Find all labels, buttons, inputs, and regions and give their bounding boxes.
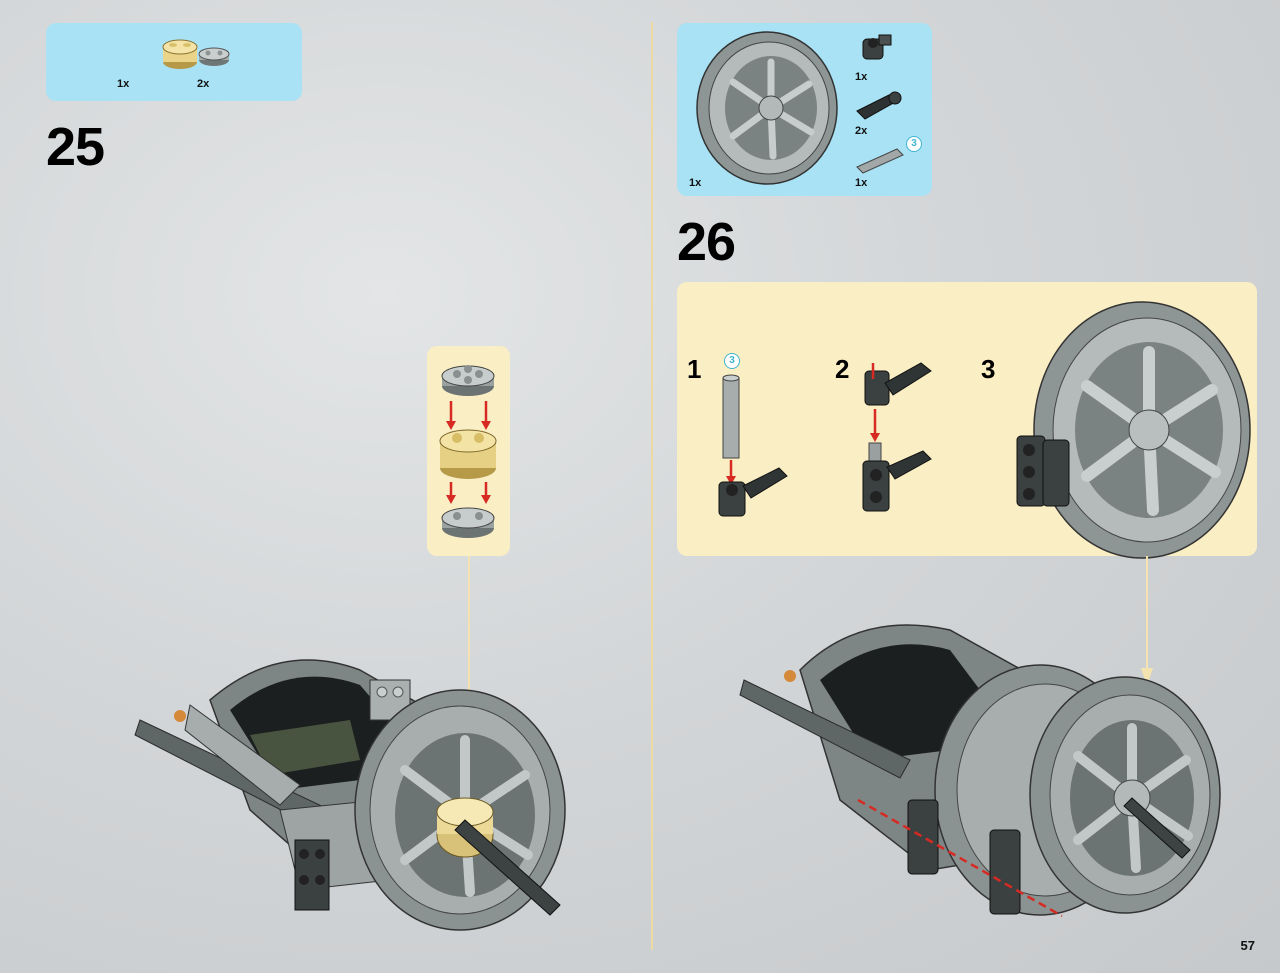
technic-pin-icon: [856, 91, 902, 120]
substep-number: 2: [835, 354, 850, 384]
placement-guide-line: [1141, 556, 1153, 686]
model-assembly-step-25: [134, 659, 566, 931]
part-qty: 1x: [117, 78, 130, 90]
round-brick-2x2-tan-icon: [162, 39, 198, 69]
wheel-rim-icon: [696, 31, 838, 185]
round-plate-2x2-gray-icon: [198, 47, 230, 66]
axle-length-badge: 3: [724, 353, 740, 369]
technic-connector-icon: [862, 34, 892, 60]
substep-1-illustration: [718, 374, 788, 517]
substep-2-illustration: [862, 362, 932, 512]
substep-3-illustration: [1016, 301, 1251, 559]
substep-number: 1: [687, 354, 702, 384]
subassembly-callout-step-25: [427, 346, 510, 556]
page-number: 57: [1240, 938, 1255, 953]
substep-number: 3: [981, 354, 996, 384]
step-number: 25: [46, 117, 105, 177]
parts-list-step-25: 1x 2x: [46, 23, 302, 101]
page-divider: [651, 22, 653, 950]
model-assembly-step-26: [739, 624, 1221, 918]
axle-length-badge: 3: [906, 136, 922, 152]
subassembly-callout-step-26: 1 3 2 3: [677, 282, 1257, 559]
part-qty: 2x: [197, 78, 210, 90]
stacked-round-bricks-illustration: [439, 365, 497, 538]
parts-list-step-26: 1x 1x 2x 3 1x: [677, 23, 932, 196]
step-number: 26: [677, 212, 736, 272]
part-qty: 1x: [855, 177, 868, 189]
part-qty: 2x: [855, 125, 868, 137]
part-qty: 1x: [855, 71, 868, 83]
part-qty: 1x: [689, 177, 702, 189]
technic-axle-3-icon: [856, 148, 904, 174]
